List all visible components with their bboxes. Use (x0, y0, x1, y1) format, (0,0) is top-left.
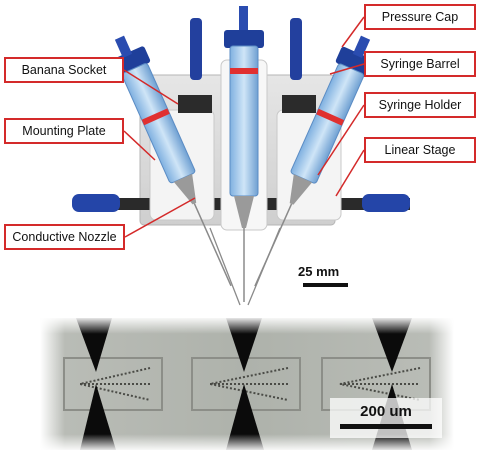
label-pressure-cap: Pressure Cap (364, 4, 476, 30)
label-syringe-holder: Syringe Holder (364, 92, 476, 118)
callout-syringe-holder (317, 104, 365, 176)
needle-left (193, 203, 232, 287)
syringe-center (224, 6, 264, 302)
print-head-device (72, 6, 410, 306)
label-conductive-nozzle: Conductive Nozzle (4, 224, 125, 250)
cap-stem-left (114, 35, 133, 58)
label-mounting-plate: Mounting Plate (4, 118, 124, 144)
micrograph (40, 318, 454, 450)
label-banana-socket: Banana Socket (4, 57, 124, 83)
linear-stage-knob-left (72, 194, 120, 212)
nozzle-right (289, 174, 313, 205)
red-band-left (141, 108, 170, 126)
callout-mounting-plate (123, 130, 156, 161)
callout-conductive-nozzle (124, 197, 196, 238)
pressure-cap-center (224, 30, 264, 48)
needle-converge-left (209, 227, 241, 306)
scale-label-micrograph: 200 um (360, 403, 412, 420)
scale-bar-device (303, 283, 348, 287)
callout-syringe-barrel (329, 63, 365, 75)
nozzle-center (234, 196, 254, 228)
red-band-right (316, 108, 345, 126)
needle-converge-right (247, 227, 281, 306)
blue-rod-right (290, 18, 302, 80)
cap-stem-right (352, 35, 371, 58)
callout-banana-socket (123, 69, 179, 105)
scale-bar-micrograph-bg (330, 398, 442, 438)
label-syringe-barrel: Syringe Barrel (364, 51, 476, 77)
blue-rod-left (190, 18, 202, 80)
callout-linear-stage (335, 149, 365, 197)
callout-lines (123, 16, 365, 238)
callout-pressure-cap (341, 16, 365, 48)
bracket-left (178, 95, 212, 113)
label-linear-stage: Linear Stage (364, 137, 476, 163)
cap-stem-center (239, 6, 248, 32)
nozzle-left (173, 173, 197, 205)
red-band-center (230, 68, 258, 74)
scale-bar-micrograph (340, 424, 432, 429)
bracket-right (282, 95, 316, 113)
linear-stage-knob-right (362, 194, 410, 212)
scale-label-device: 25 mm (298, 264, 340, 279)
